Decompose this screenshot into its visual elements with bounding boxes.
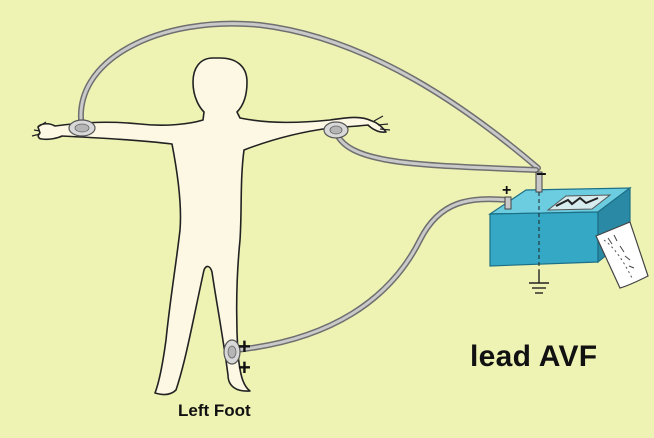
left-foot-label: Left Foot	[178, 401, 251, 420]
lead-name-label: lead AVF	[470, 340, 598, 373]
ekg-positive-sign: +	[502, 182, 512, 199]
right-hand	[31, 121, 47, 137]
display-trace	[555, 196, 599, 207]
electrode-left-foot	[223, 339, 241, 365]
electrode-right-arm	[68, 119, 96, 137]
terminal-positive	[504, 196, 512, 210]
body-outline	[37, 57, 387, 396]
ekg-machine	[487, 171, 649, 294]
left-hand	[373, 115, 391, 131]
machine-front	[489, 211, 599, 267]
foot-plus-sign-1: +	[238, 334, 251, 359]
electrode-left-arm	[323, 121, 349, 139]
foot-plus-sign-2: +	[238, 355, 251, 380]
ekg-negative-sign: −	[536, 164, 547, 184]
human-figure	[31, 57, 391, 396]
cable-left-arm	[333, 129, 539, 173]
cable-left-foot	[233, 196, 511, 353]
ground-symbol-icon	[529, 270, 549, 294]
cables	[77, 20, 541, 353]
cable-right-arm	[77, 20, 541, 171]
paper-strip	[595, 221, 649, 289]
